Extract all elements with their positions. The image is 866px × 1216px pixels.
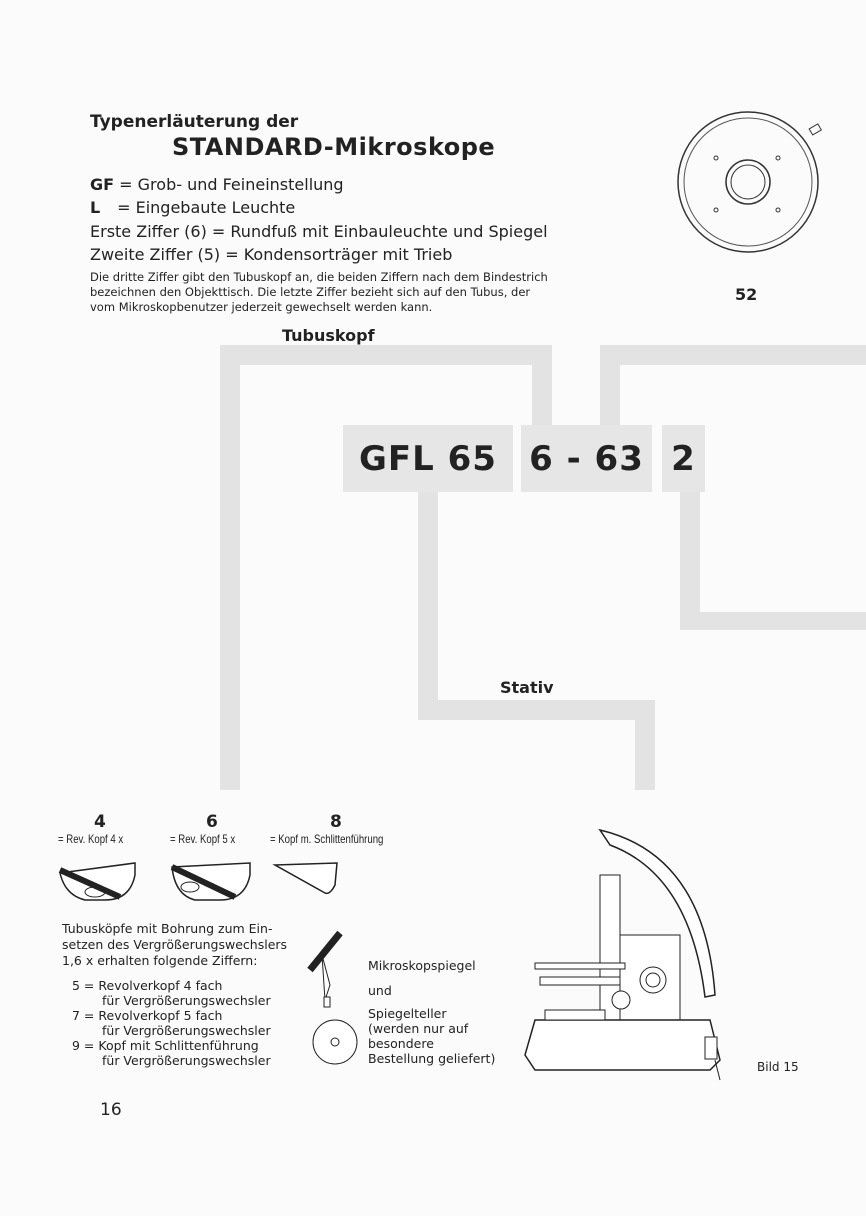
head-digit: 8 (330, 812, 342, 832)
connector-line (220, 345, 240, 790)
connector-line (532, 345, 552, 430)
label-tubuskopf: Tubuskopf (282, 326, 375, 345)
code-box-tube: 2 (662, 425, 705, 492)
head-label: = Rev. Kopf 5 x (170, 832, 236, 846)
connector-line (680, 480, 700, 630)
legend-gf: GF = Grob- und Feineinstellung (90, 175, 344, 194)
heading-line1: Typenerläuterung der (90, 112, 299, 132)
digit-rule-1: Erste Ziffer (6) = Rundfuß mit Einbauleu… (90, 222, 548, 241)
head-label: = Rev. Kopf 4 x (58, 832, 124, 846)
figure-caption: Bild 15 (757, 1060, 799, 1074)
head-digit: 6 (206, 812, 218, 832)
bore-intro: Tubusköpfe mit Bohrung zum Ein-setzen de… (62, 921, 288, 968)
connector-line (635, 700, 655, 790)
connector-line (418, 700, 655, 720)
connector-line (220, 345, 552, 365)
head-digit: 4 (94, 812, 106, 832)
tube-heads-illustration (58, 862, 338, 901)
head-label: = Kopf m. Schlittenführung (270, 832, 384, 846)
paragraph: Die dritte Ziffer gibt den Tubuskopf an,… (90, 270, 548, 314)
connector-line (680, 612, 866, 630)
code-box-stand: GFL 65 (343, 425, 513, 492)
code-box-stage: 6 - 63 (521, 425, 652, 492)
stage-number: 52 (735, 285, 758, 304)
legend-l: L = Eingebaute Leuchte (90, 198, 296, 217)
label-stativ: Stativ (500, 678, 554, 697)
digit-rule-2: Zweite Ziffer (5) = Kondensorträger mit … (90, 245, 453, 264)
mirror-illustration (307, 930, 358, 1065)
connector-line (600, 345, 866, 365)
microscope-illustration (524, 828, 721, 1081)
mirror-text: Mikroskopspiegel und Spiegelteller (werd… (368, 958, 496, 1066)
page-number: 16 (100, 1100, 122, 1120)
heading-title: STANDARD-Mikroskope (172, 133, 496, 161)
stage-disc-figure (677, 111, 823, 253)
connector-line (600, 345, 620, 430)
connector-line (418, 490, 438, 720)
